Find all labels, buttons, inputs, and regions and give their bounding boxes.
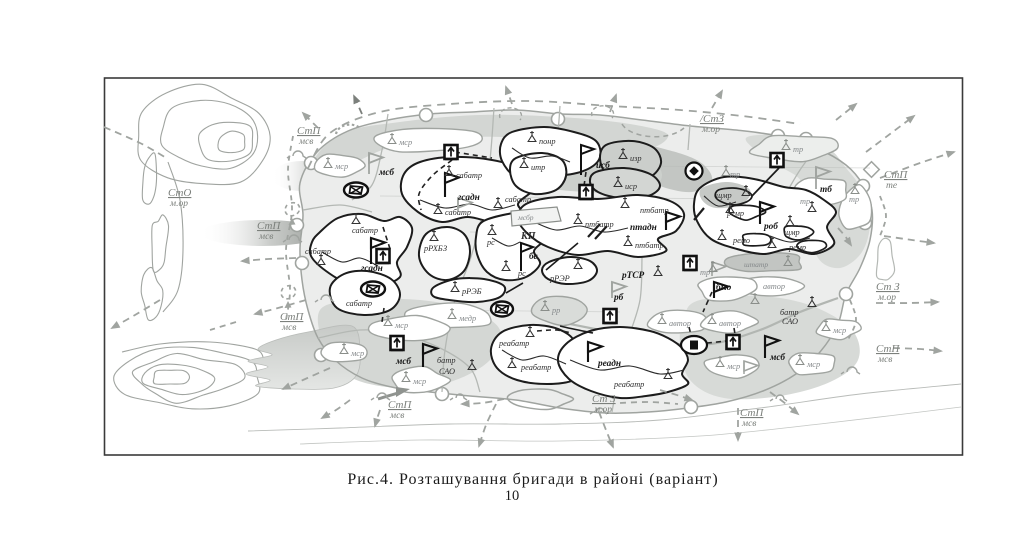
svg-text:мсб: мсб	[769, 352, 785, 363]
svg-text:гсадн: гсадн	[458, 192, 480, 203]
svg-text:понр: понр	[539, 137, 556, 146]
svg-text:м.ор: м.ор	[593, 405, 612, 415]
svg-text:СтП: СтП	[740, 407, 764, 419]
svg-text:СтП: СтП	[280, 311, 304, 323]
svg-text:рРЭБ: рРЭБ	[461, 287, 482, 296]
svg-text:рРХБЗ: рРХБЗ	[423, 244, 447, 253]
svg-text:ремо: ремо	[732, 236, 750, 245]
svg-text:мср: мср	[350, 349, 364, 358]
svg-text:мсв: мсв	[281, 323, 296, 333]
svg-text:птбатр: птбатр	[635, 241, 664, 250]
svg-text:тр: тр	[793, 145, 803, 154]
svg-text:мср: мср	[832, 326, 846, 335]
svg-text:САО: САО	[782, 317, 798, 326]
svg-text:мср: мср	[412, 377, 426, 386]
svg-text:реабатр: реабатр	[498, 339, 529, 348]
svg-text:мсб: мсб	[395, 356, 411, 367]
svg-text:тр: тр	[800, 197, 810, 206]
svg-text:ремр: ремр	[788, 243, 806, 252]
svg-text:сабатр: сабатр	[352, 226, 378, 235]
svg-text:штатр: штатр	[744, 260, 768, 269]
svg-text:иср: иср	[625, 182, 637, 191]
svg-text:тр: тр	[700, 268, 710, 277]
svg-text:рРЭР: рРЭР	[549, 274, 570, 283]
svg-text:СтП: СтП	[297, 125, 321, 137]
svg-text:м.ор: м.ор	[877, 293, 896, 303]
svg-text:автор: автор	[719, 319, 741, 328]
svg-text:сабатр: сабатр	[456, 171, 482, 180]
svg-text:птбатр: птбатр	[585, 220, 614, 229]
svg-text:птбатр: птбатр	[640, 206, 669, 215]
svg-text:сабатр: сабатр	[305, 247, 331, 256]
svg-text:сабатр: сабатр	[505, 195, 531, 204]
svg-text:рс: рс	[517, 269, 526, 278]
svg-text:САО: САО	[439, 367, 455, 376]
svg-text:СтП: СтП	[388, 399, 412, 411]
svg-text:м.ор: м.ор	[169, 199, 188, 209]
svg-text:СтО: СтО	[168, 187, 191, 199]
svg-text:СтП: СтП	[884, 169, 908, 181]
svg-text:рб: рб	[613, 292, 624, 303]
svg-text:мсб: мсб	[378, 167, 394, 178]
svg-text:Ст З: Ст З	[876, 281, 900, 293]
svg-text:мср: мср	[806, 360, 820, 369]
svg-text:птадн: птадн	[630, 222, 657, 233]
svg-text:мсбр: мсбр	[517, 213, 534, 222]
svg-text:батр: батр	[437, 356, 455, 365]
svg-text:автор: автор	[763, 282, 785, 291]
svg-text:рТСР: рТСР	[621, 271, 645, 281]
svg-text:тб: тб	[820, 184, 832, 195]
svg-text:гсадн: гсадн	[361, 263, 383, 274]
svg-text:реабатр: реабатр	[613, 380, 644, 389]
svg-text:мсв: мсв	[298, 137, 313, 147]
svg-text:ремр: ремр	[726, 209, 744, 218]
svg-text:СтП: СтП	[876, 343, 900, 355]
svg-text:реадн: реадн	[597, 358, 621, 369]
svg-text:мсв: мсв	[389, 411, 404, 421]
svg-text:бмо: бмо	[716, 282, 732, 293]
svg-text:м.ор: м.ор	[701, 125, 720, 135]
svg-text:/СтЗ: /СтЗ	[699, 113, 724, 125]
svg-text:итр: итр	[531, 163, 545, 172]
svg-text:мсв: мсв	[258, 232, 273, 242]
svg-text:реабатр: реабатр	[520, 363, 551, 372]
svg-text:бс: бс	[529, 251, 538, 262]
svg-text:батр: батр	[780, 308, 798, 317]
svg-text:мср: мср	[726, 362, 740, 371]
svg-text:автор: автор	[669, 319, 691, 328]
svg-text:изр: изр	[630, 154, 642, 163]
svg-text:мср: мср	[398, 138, 412, 147]
svg-text:щмр: щмр	[784, 228, 800, 237]
svg-text:тр: тр	[849, 195, 859, 204]
svg-text:мсв: мсв	[877, 355, 892, 365]
svg-text:СтП: СтП	[257, 220, 281, 232]
svg-text:роб: роб	[763, 221, 778, 232]
svg-text:исб: исб	[596, 160, 610, 171]
svg-text:те: те	[886, 181, 897, 191]
svg-text:Ст З: Ст З	[592, 393, 616, 405]
svg-text:рс: рс	[486, 238, 495, 247]
svg-text:тр: тр	[730, 170, 740, 179]
svg-text:мсв: мсв	[741, 419, 756, 429]
svg-text:мср: мср	[334, 162, 348, 171]
svg-text:щмр: щмр	[716, 191, 732, 200]
svg-text:сабатр: сабатр	[346, 299, 372, 308]
svg-text:КП: КП	[520, 231, 537, 242]
svg-text:сабатр: сабатр	[445, 208, 471, 217]
svg-text:медр: медр	[458, 314, 476, 323]
svg-text:рр: рр	[551, 306, 560, 315]
svg-text:мср: мср	[394, 321, 408, 330]
